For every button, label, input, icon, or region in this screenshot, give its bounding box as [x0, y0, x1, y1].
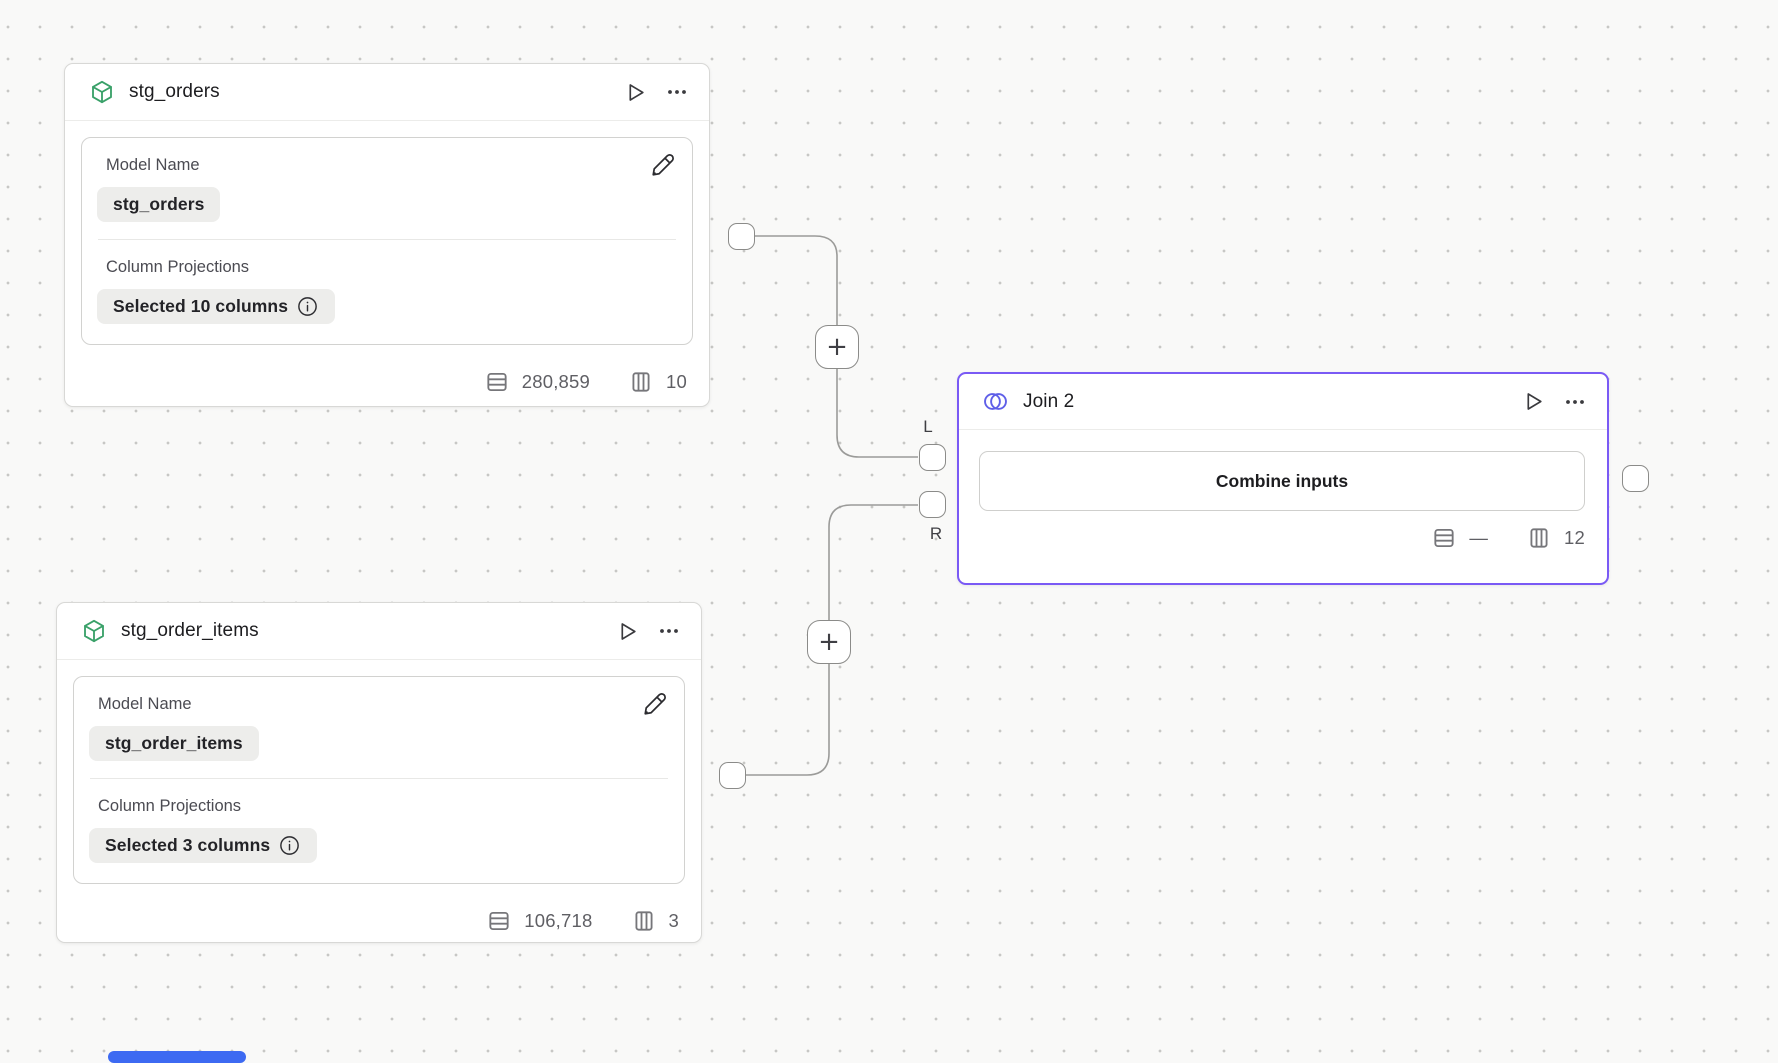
model-name-label: Model Name	[98, 695, 192, 713]
node-config-card: Model Name stg_orders Column Projections…	[81, 137, 693, 345]
column-count: 12	[1564, 527, 1585, 548]
model-name-label: Model Name	[106, 156, 200, 174]
node-title: Join 2	[1023, 390, 1075, 412]
model-name-value[interactable]: stg_order_items	[89, 726, 259, 761]
edit-pencil-icon[interactable]	[642, 691, 668, 722]
node-header[interactable]: stg_order_items	[57, 603, 701, 660]
rows-icon	[1431, 525, 1457, 551]
node-title: stg_orders	[129, 81, 220, 102]
rows-icon	[486, 908, 512, 934]
column-count: 10	[666, 371, 687, 392]
node-header[interactable]: Join 2	[959, 374, 1607, 430]
node-stats: — 12	[959, 511, 1607, 551]
column-count: 3	[668, 910, 679, 931]
join-right-input-port[interactable]	[919, 491, 946, 518]
info-icon	[298, 297, 317, 316]
join-left-input-port[interactable]	[919, 444, 946, 471]
column-projections-value[interactable]: Selected 10 columns	[97, 289, 336, 324]
join-left-port-label: L	[923, 417, 933, 436]
node-header[interactable]: stg_orders	[65, 64, 709, 121]
card-divider	[98, 239, 676, 240]
run-button[interactable]	[1519, 388, 1547, 416]
plus-icon: +	[818, 627, 840, 657]
play-icon	[1526, 393, 1542, 410]
node-stats: 280,859 10	[65, 361, 709, 395]
output-port-stg-order-items[interactable]	[719, 762, 746, 789]
rows-icon	[484, 369, 510, 395]
run-button[interactable]	[621, 78, 649, 106]
node-stg-orders[interactable]: stg_orders Model Name stg_orders	[64, 63, 710, 407]
combine-inputs-button[interactable]: Combine inputs	[979, 451, 1585, 511]
ellipsis-icon	[668, 90, 686, 94]
info-icon	[280, 836, 300, 855]
column-projections-label: Column Projections	[98, 797, 242, 815]
node-title: stg_order_items	[121, 620, 259, 641]
node-join-2[interactable]: Join 2 Combine inputs —	[957, 372, 1609, 585]
more-menu-button[interactable]	[663, 78, 691, 106]
more-menu-button[interactable]	[1561, 388, 1589, 416]
columns-icon	[631, 908, 657, 934]
cube-icon	[89, 79, 115, 105]
columns-icon	[1526, 525, 1552, 551]
card-divider	[90, 778, 668, 779]
add-node-on-wire-button-top[interactable]: +	[815, 325, 859, 369]
ellipsis-icon	[660, 629, 678, 633]
edit-pencil-icon[interactable]	[650, 152, 676, 183]
ellipsis-icon	[1566, 399, 1584, 404]
column-projections-label: Column Projections	[106, 258, 250, 276]
play-icon	[628, 83, 644, 101]
cube-icon	[81, 618, 107, 644]
run-button[interactable]	[613, 617, 641, 645]
node-stg-order-items[interactable]: stg_order_items Model Name stg_or	[56, 602, 702, 943]
model-name-value[interactable]: stg_orders	[97, 187, 221, 222]
columns-icon	[628, 369, 654, 395]
row-count: 106,718	[524, 910, 593, 931]
more-menu-button[interactable]	[655, 617, 683, 645]
join-right-port-label: R	[929, 524, 943, 543]
row-count: 280,859	[521, 371, 591, 392]
output-port-stg-orders[interactable]	[728, 223, 755, 250]
row-count: —	[1469, 527, 1489, 548]
node-stats: 106,718 3	[57, 900, 701, 934]
join-icon	[982, 388, 1009, 415]
plus-icon: +	[826, 332, 848, 362]
output-port-join[interactable]	[1622, 465, 1649, 492]
column-projections-value[interactable]: Selected 3 columns	[89, 828, 318, 863]
horizontal-scrollbar-thumb[interactable]	[108, 1051, 246, 1063]
play-icon	[620, 622, 636, 640]
node-config-card: Model Name stg_order_items Column Projec…	[73, 676, 685, 884]
add-node-on-wire-button-bottom[interactable]: +	[807, 620, 851, 664]
